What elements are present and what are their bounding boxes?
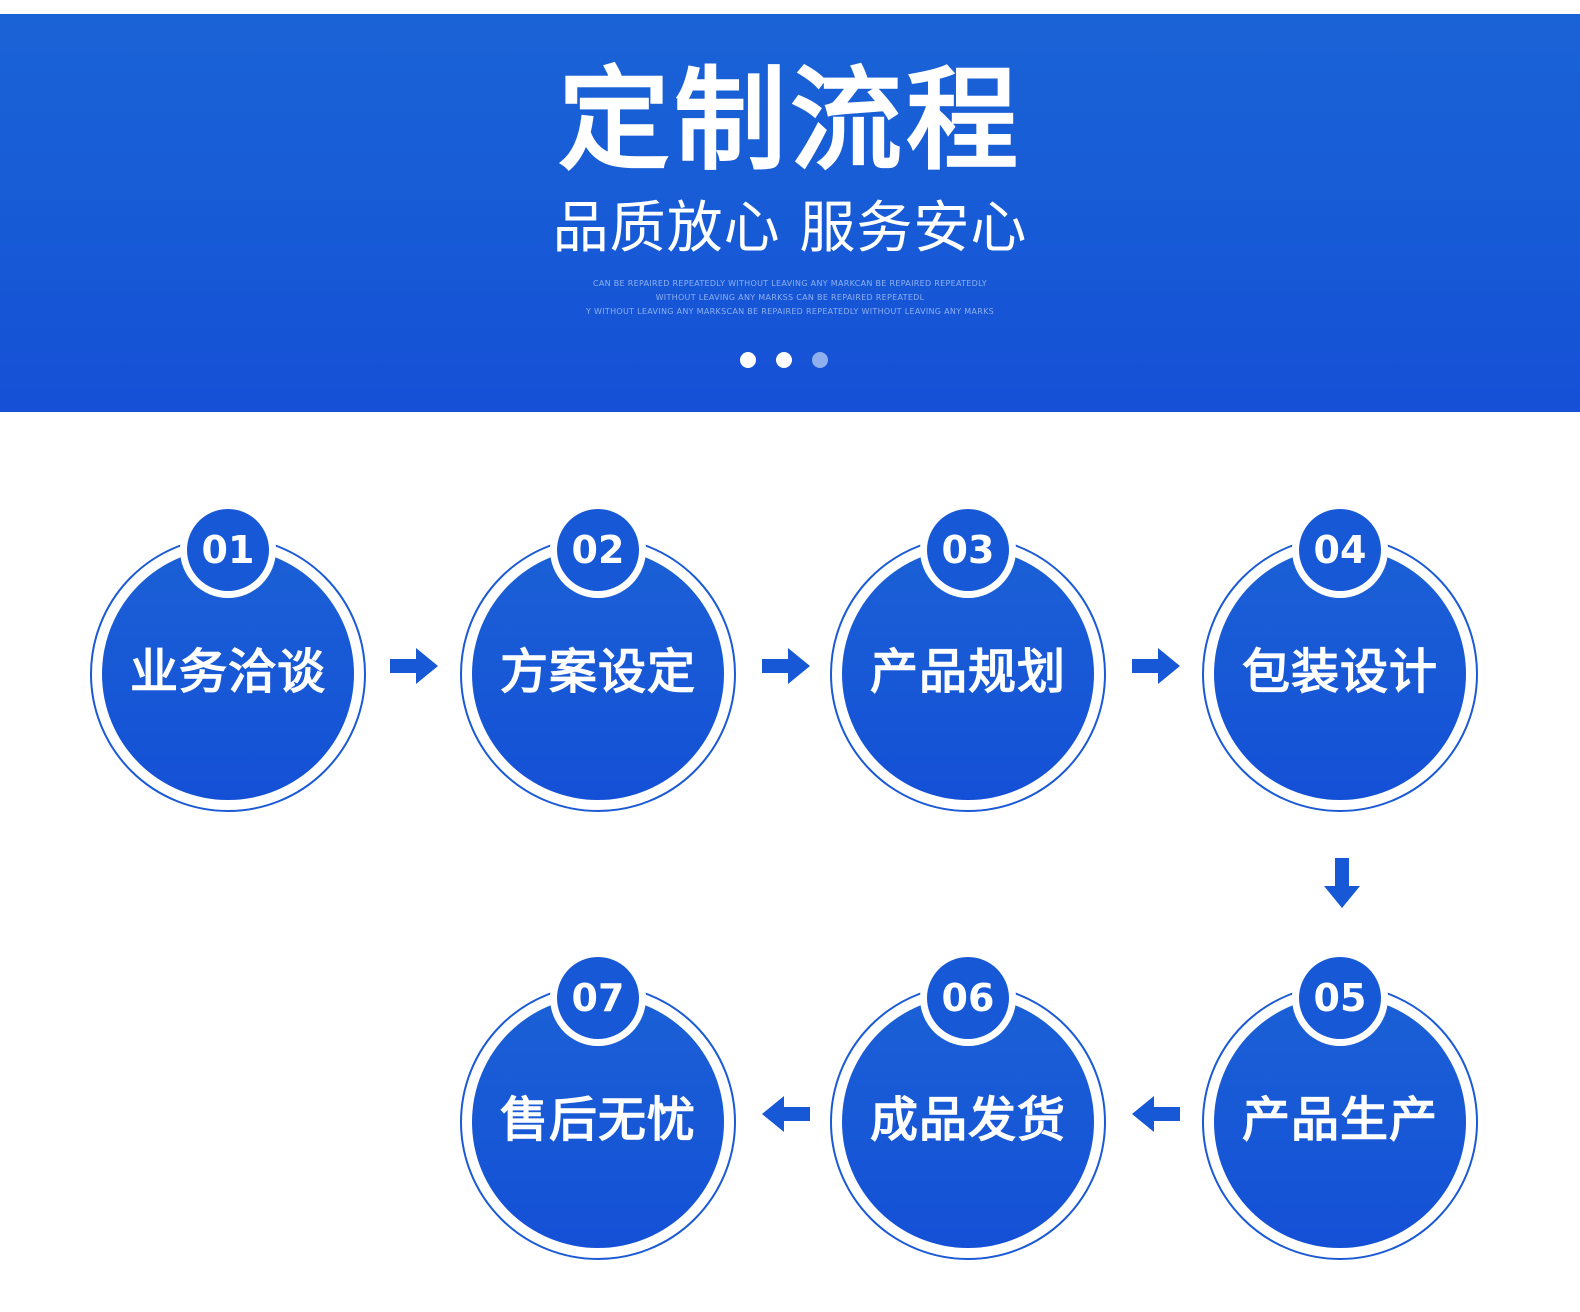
process-step-6: 06 成品发货 xyxy=(830,950,1110,1264)
step-label: 产品规划 xyxy=(869,644,1066,700)
step-number: 02 xyxy=(557,509,639,591)
process-step-7: 07 售后无忧 xyxy=(460,950,740,1264)
step-number: 03 xyxy=(927,509,1009,591)
pagination-dot[interactable] xyxy=(740,352,756,368)
header-banner xyxy=(0,14,1580,412)
step-label: 方案设定 xyxy=(499,644,696,700)
process-step-3: 03 产品规划 xyxy=(830,502,1110,816)
step-number: 04 xyxy=(1299,509,1381,591)
english-tagline-1: CAN BE REPAIRED REPEATEDLY WITHOUT LEAVI… xyxy=(592,279,987,288)
arrow-right-icon xyxy=(1132,648,1180,684)
arrow-down-icon xyxy=(1324,858,1360,908)
english-tagline-2: WITHOUT LEAVING ANY MARKSS CAN BE REPAIR… xyxy=(655,293,925,302)
page-subtitle: 品质放心 服务安心 xyxy=(552,196,1028,261)
step-label: 产品生产 xyxy=(1241,1092,1438,1148)
arrow-left-icon xyxy=(1132,1096,1180,1132)
english-tagline-3: Y WITHOUT LEAVING ANY MARKSCAN BE REPAIR… xyxy=(585,307,994,316)
step-number: 01 xyxy=(187,509,269,591)
process-step-1: 01 业务洽谈 xyxy=(90,502,370,816)
step-number: 07 xyxy=(557,957,639,1039)
carousel-pagination xyxy=(740,352,840,370)
step-label: 成品发货 xyxy=(869,1092,1066,1148)
arrow-left-icon xyxy=(762,1096,810,1132)
page-title: 定制流程 xyxy=(558,56,1022,186)
step-label: 售后无忧 xyxy=(499,1092,696,1148)
pagination-dot[interactable] xyxy=(776,352,792,368)
process-step-4: 04 包装设计 xyxy=(1202,502,1482,816)
arrow-right-icon xyxy=(390,648,438,684)
process-step-2: 02 方案设定 xyxy=(460,502,740,816)
process-step-5: 05 产品生产 xyxy=(1202,950,1482,1264)
step-label: 业务洽谈 xyxy=(129,644,326,700)
arrow-right-icon xyxy=(762,648,810,684)
step-number: 05 xyxy=(1299,957,1381,1039)
step-label: 包装设计 xyxy=(1241,644,1438,700)
step-number: 06 xyxy=(927,957,1009,1039)
pagination-dot[interactable] xyxy=(812,352,828,368)
